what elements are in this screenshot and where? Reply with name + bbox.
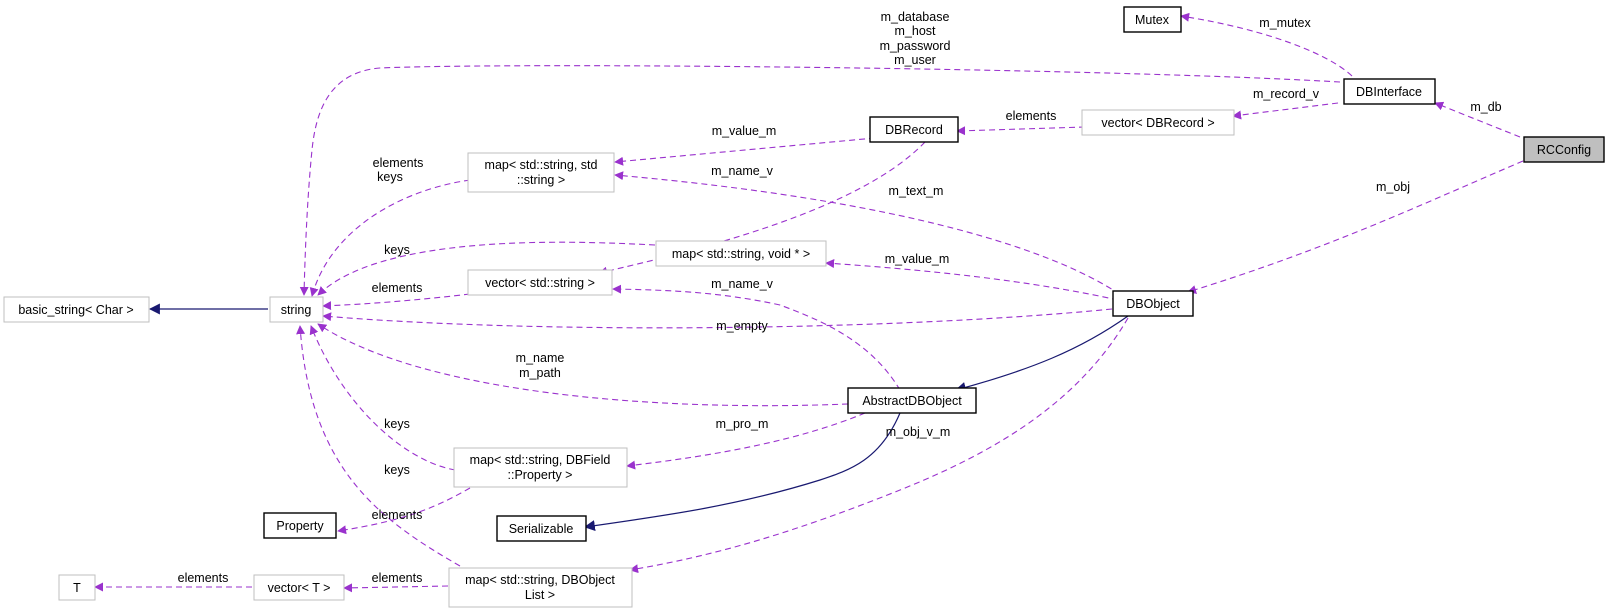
edge-label-m-obj-v-m: m_obj_v_m xyxy=(886,425,951,439)
svg-text:map< std::string, DBObject: map< std::string, DBObject xyxy=(465,573,615,587)
svg-text:Serializable: Serializable xyxy=(509,522,574,536)
edge-dbobject-voidmap xyxy=(825,259,1119,301)
node-vector-string[interactable]: vector< std::string > xyxy=(467,269,613,296)
edge-abstract-vector-string xyxy=(612,284,901,391)
edge-label-m-value-m-dbrecord: m_value_m xyxy=(712,124,777,138)
svg-text:map< std::string, DBField: map< std::string, DBField xyxy=(470,453,611,467)
edge-label-m-name-v-dbobject: m_name_v xyxy=(711,164,774,178)
svg-text:Mutex: Mutex xyxy=(1135,13,1170,27)
svg-text:vector< T >: vector< T > xyxy=(268,581,331,595)
svg-text:DBRecord: DBRecord xyxy=(885,123,943,137)
svg-text:::Property >: ::Property > xyxy=(508,468,573,482)
edge-label-m-pro-m: m_pro_m xyxy=(716,417,769,431)
svg-text:basic_string< Char >: basic_string< Char > xyxy=(18,303,133,317)
node-map-string-voidptr[interactable]: map< std::string, void * > xyxy=(655,240,827,267)
edge-label-m-obj: m_obj xyxy=(1376,180,1410,194)
edge-map-string-keys xyxy=(309,179,471,297)
edge-label-elements-vector-dbrecord: elements xyxy=(1006,109,1057,123)
svg-text:DBObject: DBObject xyxy=(1126,297,1180,311)
node-vector-dbrecord[interactable]: vector< DBRecord > xyxy=(1081,109,1235,136)
edge-dbrecord-map xyxy=(614,137,876,166)
node-serializable[interactable]: Serializable xyxy=(496,515,587,542)
edge-label-keys-map: keys xyxy=(377,170,403,184)
edge-rcconfig-dbinterface xyxy=(1434,101,1521,138)
edge-objlist-vector-t xyxy=(343,583,449,593)
edge-label-keys-voidmap: keys xyxy=(384,243,410,257)
node-rcconfig[interactable]: RCConfig xyxy=(1523,136,1605,163)
node-abstractdbobject[interactable]: AbstractDBObject xyxy=(847,387,977,414)
edge-label-m-record-v: m_record_v xyxy=(1253,87,1320,101)
svg-text:vector< DBRecord >: vector< DBRecord > xyxy=(1101,116,1214,130)
edge-voidmap-string xyxy=(317,241,656,296)
edge-label-elements-vector-t: elements xyxy=(372,571,423,585)
edge-map-property-string xyxy=(309,325,456,471)
edge-map-property-property xyxy=(337,487,471,535)
edge-label-m-mutex: m_mutex xyxy=(1259,16,1311,30)
edge-rcconfig-dbobject xyxy=(1187,160,1524,294)
edge-abstract-serializable xyxy=(583,412,901,532)
node-mutex[interactable]: Mutex xyxy=(1123,6,1182,33)
node-map-string-string[interactable]: map< std::string, std ::string > xyxy=(467,152,615,193)
edge-label-elements-vector-string: elements xyxy=(372,281,423,295)
node-map-string-objlist[interactable]: map< std::string, DBObject List > xyxy=(448,567,633,608)
svg-text:map< std::string, std: map< std::string, std xyxy=(485,158,598,172)
edge-abstract-dbobject xyxy=(954,315,1129,393)
node-map-string-property[interactable]: map< std::string, DBField ::Property > xyxy=(453,447,628,488)
svg-text:::string >: ::string > xyxy=(517,173,565,187)
svg-text:string: string xyxy=(281,303,312,317)
edge-dbobject-map-objlist xyxy=(629,317,1129,574)
edge-dbobject-map-string xyxy=(614,171,1129,301)
edge-label-m-name: m_name xyxy=(516,351,565,365)
edge-label-m-database: m_database xyxy=(881,10,950,24)
edge-label-elements-t: elements xyxy=(178,571,229,585)
node-property[interactable]: Property xyxy=(263,512,337,539)
edge-label-m-host: m_host xyxy=(895,24,937,38)
node-dbrecord[interactable]: DBRecord xyxy=(869,116,959,143)
node-string[interactable]: string xyxy=(269,296,324,323)
edge-dbrecord-vector-string xyxy=(598,141,926,276)
edge-dbinterface-mutex xyxy=(1180,12,1353,77)
node-dbobject[interactable]: DBObject xyxy=(1112,290,1194,317)
svg-text:Property: Property xyxy=(276,519,324,533)
edge-objlist-string-keys xyxy=(296,325,461,567)
edge-label-keys-property-map: keys xyxy=(384,417,410,431)
edge-label-m-user: m_user xyxy=(894,53,936,67)
svg-text:map< std::string, void * >: map< std::string, void * > xyxy=(672,247,810,261)
node-basic-string[interactable]: basic_string< Char > xyxy=(3,296,150,323)
edge-dbinterface-vector xyxy=(1232,102,1339,120)
svg-text:RCConfig: RCConfig xyxy=(1537,143,1591,157)
edge-label-m-password: m_password xyxy=(880,39,951,53)
edge-vector-dbrecord xyxy=(956,126,1086,136)
edge-label-m-value-m-dbobject: m_value_m xyxy=(885,252,950,266)
svg-text:List >: List > xyxy=(525,588,555,602)
edge-label-m-name-v-abstract: m_name_v xyxy=(711,277,774,291)
edge-abstract-map-property xyxy=(626,412,866,470)
edge-label-elements-map: elements xyxy=(373,156,424,170)
svg-text:T: T xyxy=(73,581,81,595)
edge-vector-string-string xyxy=(322,293,471,311)
svg-text:DBInterface: DBInterface xyxy=(1356,85,1422,99)
node-dbinterface[interactable]: DBInterface xyxy=(1343,78,1436,105)
edge-dbinterface-string xyxy=(299,65,1341,296)
edge-label-m-empty: m_empty xyxy=(716,319,768,333)
node-t[interactable]: T xyxy=(58,574,96,601)
node-vector-t[interactable]: vector< T > xyxy=(253,574,345,601)
svg-text:AbstractDBObject: AbstractDBObject xyxy=(862,394,962,408)
edge-dbobject-string-empty xyxy=(322,308,1113,329)
edge-label-elements-property: elements xyxy=(372,508,423,522)
edge-label-m-path: m_path xyxy=(519,366,561,380)
edge-label-m-db: m_db xyxy=(1470,100,1501,114)
svg-text:vector< std::string >: vector< std::string > xyxy=(485,276,595,290)
edge-label-keys-objlist: keys xyxy=(384,463,410,477)
edge-label-m-text-m: m_text_m xyxy=(889,184,944,198)
edge-abstract-string-name xyxy=(317,323,849,407)
